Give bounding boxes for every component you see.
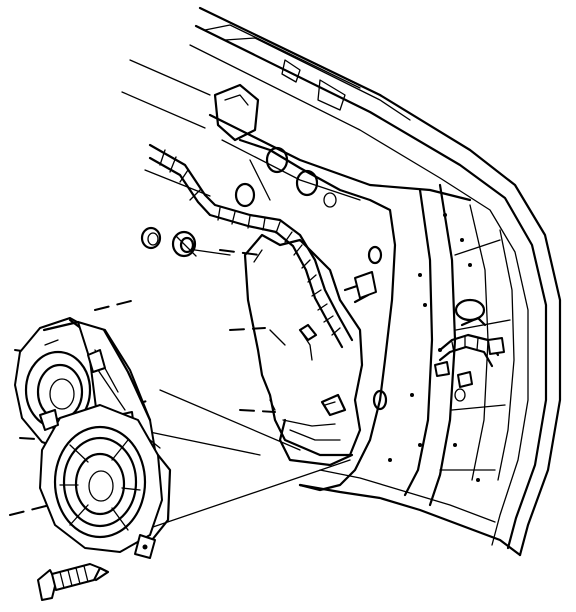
grommet [171, 230, 197, 258]
plug [140, 226, 162, 250]
speaker-opening [243, 233, 364, 457]
speaker [14, 317, 172, 559]
explosion-lines [9, 59, 351, 546]
screw [37, 563, 110, 601]
door-inner-panel [189, 6, 562, 557]
wiring-harness [148, 143, 505, 388]
